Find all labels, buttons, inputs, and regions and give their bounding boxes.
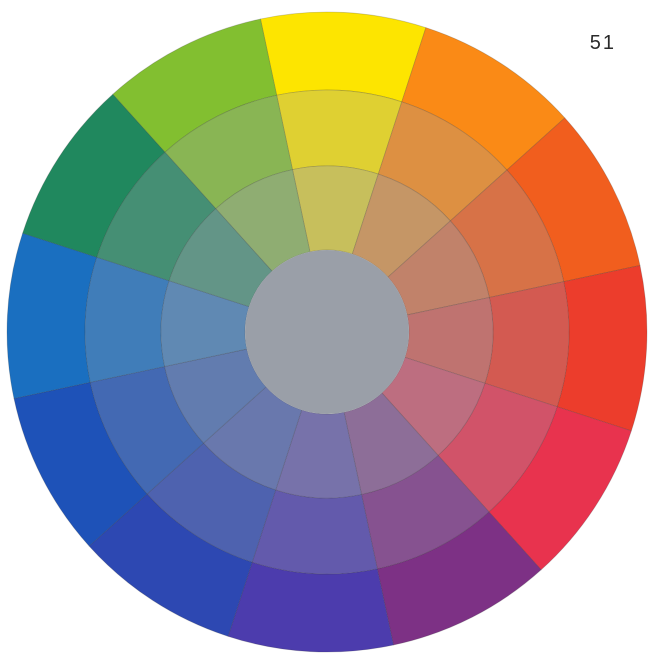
wheel-segment-outer-4 bbox=[557, 265, 647, 430]
wheel-segment-outer-1 bbox=[260, 12, 425, 102]
wheel-segment-outer-7 bbox=[228, 562, 393, 652]
wheel-segment-outer-10 bbox=[7, 233, 97, 398]
color-wheel-center-disc bbox=[245, 250, 409, 414]
